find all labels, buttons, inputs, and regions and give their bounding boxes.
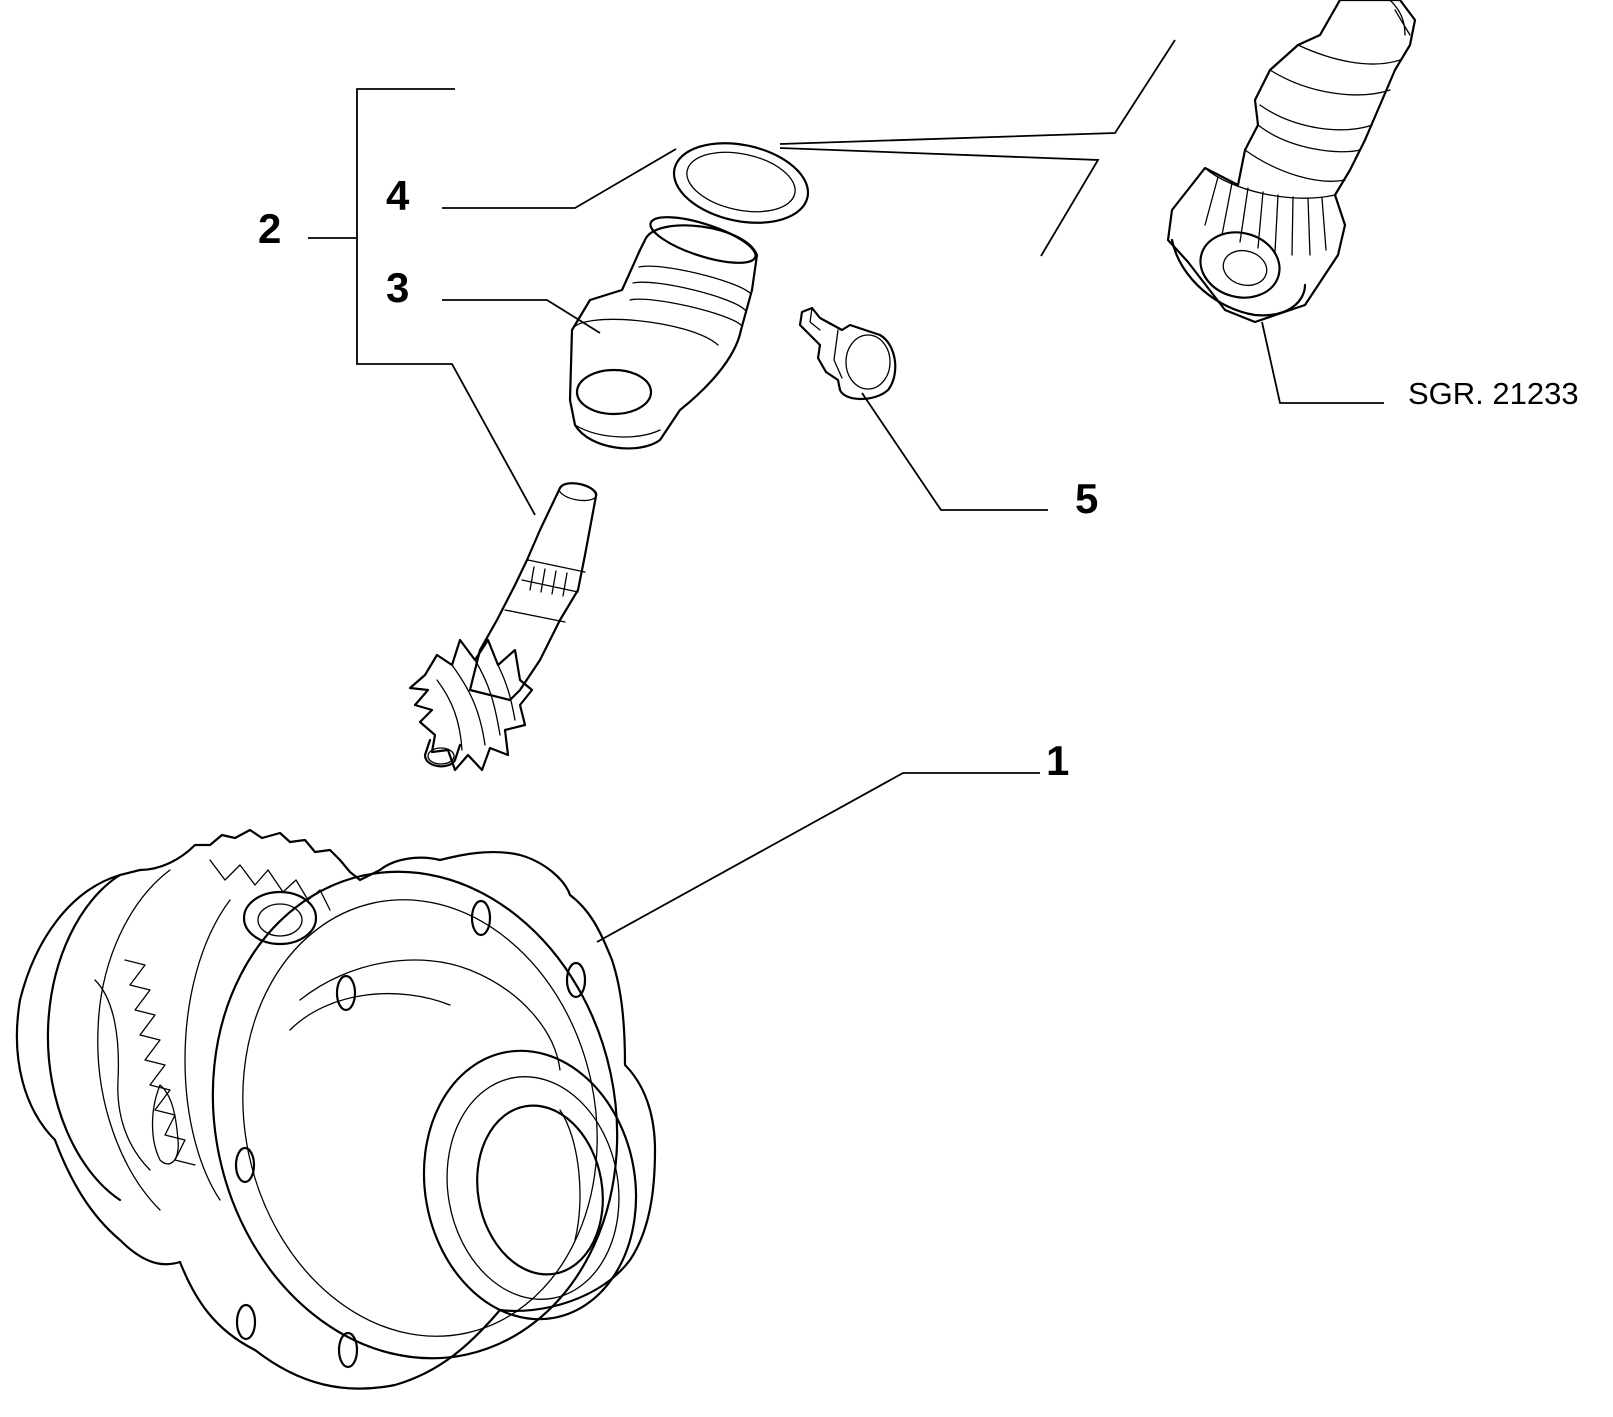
leader-3	[442, 299, 601, 334]
leader-1	[596, 772, 1040, 943]
pinion-shaft-part	[408, 482, 598, 772]
callout-labels: 2 4 3 5 1 SGR. 21233	[258, 172, 1579, 784]
leader-lines	[308, 39, 1384, 943]
leader-5	[861, 392, 1048, 511]
differential-housing-part	[15, 828, 657, 1390]
leader-reference	[1261, 321, 1384, 404]
break-line-lower	[779, 147, 1100, 257]
speed-sensor-part	[1166, 0, 1417, 324]
leader-4	[442, 148, 677, 209]
reference-label: SGR. 21233	[1408, 376, 1579, 411]
o-ring-part	[672, 142, 810, 224]
callout-label-4: 4	[386, 172, 410, 219]
screw-part	[798, 306, 897, 401]
break-line-upper	[779, 39, 1176, 145]
bushing-part	[568, 216, 759, 450]
bracket-2	[356, 88, 536, 516]
callout-label-5: 5	[1075, 475, 1098, 522]
callout-label-3: 3	[386, 264, 409, 311]
callout-label-1: 1	[1046, 737, 1069, 784]
callout-label-2: 2	[258, 205, 281, 252]
